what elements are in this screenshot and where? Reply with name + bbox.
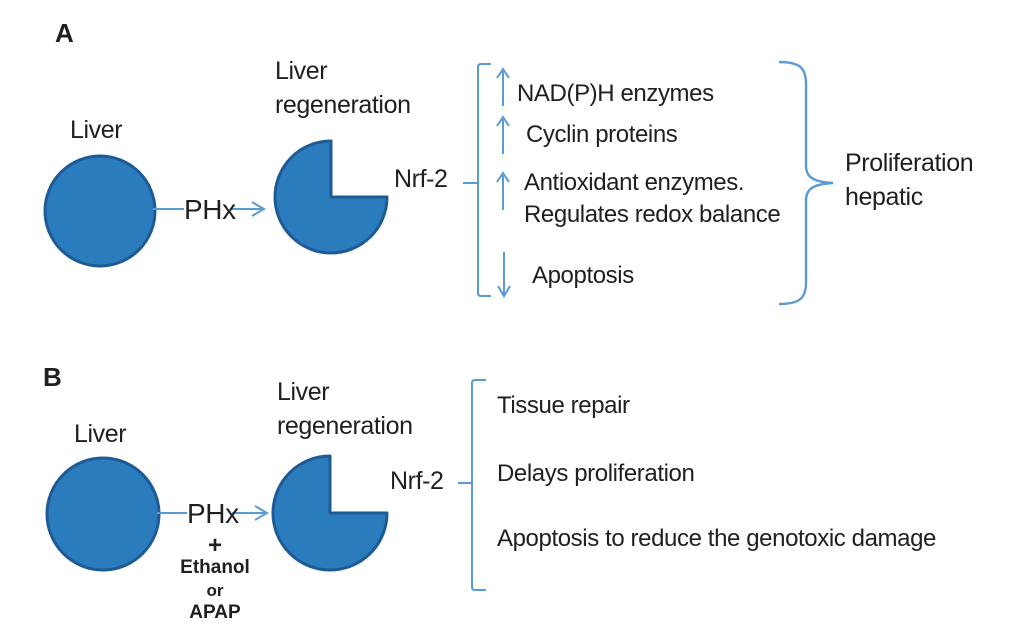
effect-apoptosis-genotoxic: Apoptosis to reduce the genotoxic damage — [497, 525, 936, 552]
liver-regeneration-pacman-b — [271, 454, 389, 572]
phx-label-b: PHx — [187, 498, 239, 529]
outcome-brace-a — [778, 60, 834, 306]
liver-regeneration-label-a-line1: Liver — [275, 57, 328, 85]
panel-b-label: B — [43, 362, 62, 392]
liver-regeneration-label-b: Liver regeneration — [277, 375, 413, 443]
liver-circle-a — [43, 154, 157, 268]
effects-bracket-a — [477, 63, 491, 297]
outcome-label-a-line2: hepatic — [845, 183, 923, 211]
liver-regeneration-label-a: Liver regeneration — [275, 54, 411, 122]
effect-nadph: NAD(P)H enzymes — [517, 80, 714, 107]
up-arrow-icon — [496, 171, 510, 210]
effect-apoptosis-a: Apoptosis — [532, 262, 634, 289]
effect-antioxidant-line2: Regulates redox balance — [524, 201, 781, 228]
liver-regeneration-label-a-line2: regeneration — [275, 91, 411, 119]
liver-regeneration-pacman-a — [273, 139, 389, 255]
up-arrow-icon — [496, 115, 510, 154]
effect-delays-proliferation: Delays proliferation — [497, 460, 695, 487]
panel-a-label: A — [55, 18, 74, 48]
liver-circle-b — [45, 456, 161, 572]
plus-label-b: + — [207, 532, 222, 559]
effect-cyclin: Cyclin proteins — [526, 121, 678, 148]
liver-label-b: Liver — [74, 420, 127, 448]
nrf2-label-b: Nrf-2 — [390, 467, 444, 495]
apap-label-b: APAP — [189, 602, 241, 623]
nrf2-label-a: Nrf-2 — [394, 165, 448, 193]
liver-regeneration-label-b-line2: regeneration — [277, 412, 413, 440]
liver-regeneration-label-b-line1: Liver — [277, 378, 330, 406]
or-label-b: or — [206, 581, 224, 600]
outcome-label-a: Proliferation hepatic — [845, 146, 974, 214]
effects-bracket-b — [471, 379, 486, 591]
phx-label-a: PHx — [184, 194, 236, 225]
ethanol-label-b: Ethanol — [180, 557, 250, 578]
outcome-label-a-line1: Proliferation — [845, 149, 974, 177]
effect-antioxidant: Antioxidant enzymes. Regulates redox bal… — [524, 167, 781, 231]
effect-antioxidant-line1: Antioxidant enzymes. — [524, 169, 745, 196]
down-arrow-icon — [497, 252, 511, 298]
phx-arrowhead-b — [254, 505, 269, 521]
up-arrow-icon — [496, 67, 510, 106]
effect-tissue-repair: Tissue repair — [497, 392, 630, 419]
liver-label-a: Liver — [70, 116, 123, 144]
phx-arrowhead-a — [251, 201, 266, 217]
